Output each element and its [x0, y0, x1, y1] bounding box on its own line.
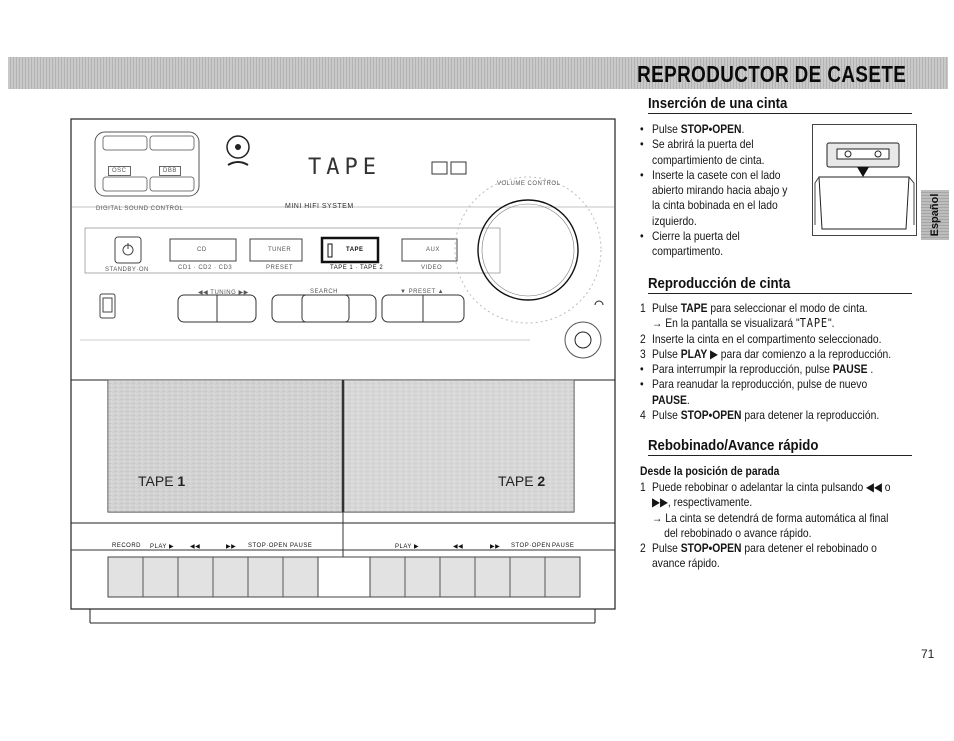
deck1-play-key[interactable]: PLAY ▶	[150, 544, 175, 550]
deck2-rewind-key[interactable]: ◀◀	[453, 544, 464, 550]
deck2-ffwd-key[interactable]: ▶▶	[490, 544, 501, 550]
tuner-button[interactable]: TUNER	[268, 247, 292, 253]
language-tab: Español	[921, 190, 949, 240]
tuning-label: ◀◀ TUNING ▶▶	[198, 290, 249, 296]
dsc-label: DIGITAL SOUND CONTROL	[96, 206, 184, 212]
deck1-pause-key[interactable]: PAUSE	[290, 543, 313, 549]
page-title: REPRODUCTOR DE CASETE	[636, 61, 906, 87]
rewind-step-2-cont: avance rápido.	[652, 556, 720, 571]
deck1-label: TAPE 1	[138, 473, 186, 489]
rewind-subheading: Desde la posición de parada	[640, 464, 780, 478]
playback-resume-note: •Para reanudar la reproducción, pulse de…	[640, 377, 868, 392]
dbb-button[interactable]: DBB	[159, 166, 181, 176]
insertion-item-3-cont-2: la cinta bobinada en el lado	[652, 198, 778, 213]
deck2-play-key[interactable]: PLAY ▶	[395, 544, 420, 550]
language-tab-label: Español	[929, 193, 941, 237]
deck2-pause-key[interactable]: PAUSE	[552, 543, 575, 549]
deck1-rewind-key[interactable]: ◀◀	[190, 544, 201, 550]
rewind-step-1-result-cont: del rebobinado o avance rápido.	[664, 525, 812, 540]
cassette-drawing	[814, 142, 915, 230]
playback-rule	[648, 293, 912, 294]
deck1-stop-key[interactable]: STOP·OPEN	[248, 543, 288, 549]
rewind-step-1-result: → La cinta se detendrá de forma automáti…	[652, 510, 889, 525]
rewind-rule	[648, 455, 912, 456]
insertion-heading: Inserción de una cinta	[648, 95, 788, 112]
system-label: MINI HIFI SYSTEM	[285, 203, 354, 210]
insertion-item-1: •Pulse STOP•OPEN.	[640, 122, 745, 136]
insertion-item-3: •Inserte la casete con el lado	[640, 167, 781, 182]
preset-label: ▼ PRESET ▲	[400, 289, 445, 295]
volume-label: VOLUME CONTROL	[497, 181, 561, 187]
playback-step-1-result: → En la pantalla se visualizará "TAPE".	[652, 316, 835, 331]
insertion-item-2: •Se abrirá la puerta del	[640, 137, 754, 152]
preset-sublabel: PRESET	[266, 265, 294, 271]
device-drawing	[70, 118, 616, 624]
tape-button[interactable]: TAPE	[346, 247, 364, 253]
deck1-record-key[interactable]: RECORD	[112, 543, 142, 549]
lcd-display: TAPE	[308, 155, 381, 180]
cd-sublabel: CD1 · CD2 · CD3	[178, 265, 233, 271]
cassette-insertion-illustration	[812, 124, 917, 236]
playback-pause-note: •Para interrumpir la reproducción, pulse…	[640, 362, 874, 377]
page-number: 71	[921, 647, 935, 661]
playback-heading: Reproducción de cinta	[648, 275, 791, 292]
deck1-ffwd-key[interactable]: ▶▶	[226, 544, 237, 550]
rewind-step-1-cont: ▶▶, respectivamente.	[652, 495, 753, 510]
insertion-item-4: •Cierre la puerta del	[640, 229, 740, 244]
aux-button[interactable]: AUX	[426, 247, 440, 253]
insertion-item-2-cont: compartimiento de cinta.	[652, 152, 765, 167]
insertion-item-3-cont-1: abierto mirando hacia abajo y	[652, 183, 788, 198]
cd-button[interactable]: CD	[197, 247, 207, 253]
header-band	[8, 57, 948, 89]
playback-resume-note-cont: PAUSE.	[652, 392, 690, 407]
rewind-heading: Rebobinado/Avance rápido	[648, 437, 819, 454]
video-sublabel: VIDEO	[421, 265, 443, 271]
deck2-label: TAPE 2	[498, 473, 546, 489]
insertion-item-3-cont-3: izquierdo.	[652, 213, 697, 228]
deck2-stop-key[interactable]: STOP·OPEN	[511, 543, 551, 549]
insertion-item-4-cont: compartimento.	[652, 244, 724, 259]
insertion-rule	[648, 113, 912, 114]
insertion-list: •Pulse STOP•OPEN. •Se abrirá la puerta d…	[640, 122, 787, 260]
tape-sublabel: TAPE 1 · TAPE 2	[330, 265, 384, 271]
device-illustration: OSC DBB DIGITAL SOUND CONTROL MINI HIFI …	[60, 95, 620, 630]
search-label: SEARCH	[310, 289, 339, 295]
standby-label: STANDBY·ON	[105, 267, 149, 273]
osc-button[interactable]: OSC	[108, 166, 131, 176]
